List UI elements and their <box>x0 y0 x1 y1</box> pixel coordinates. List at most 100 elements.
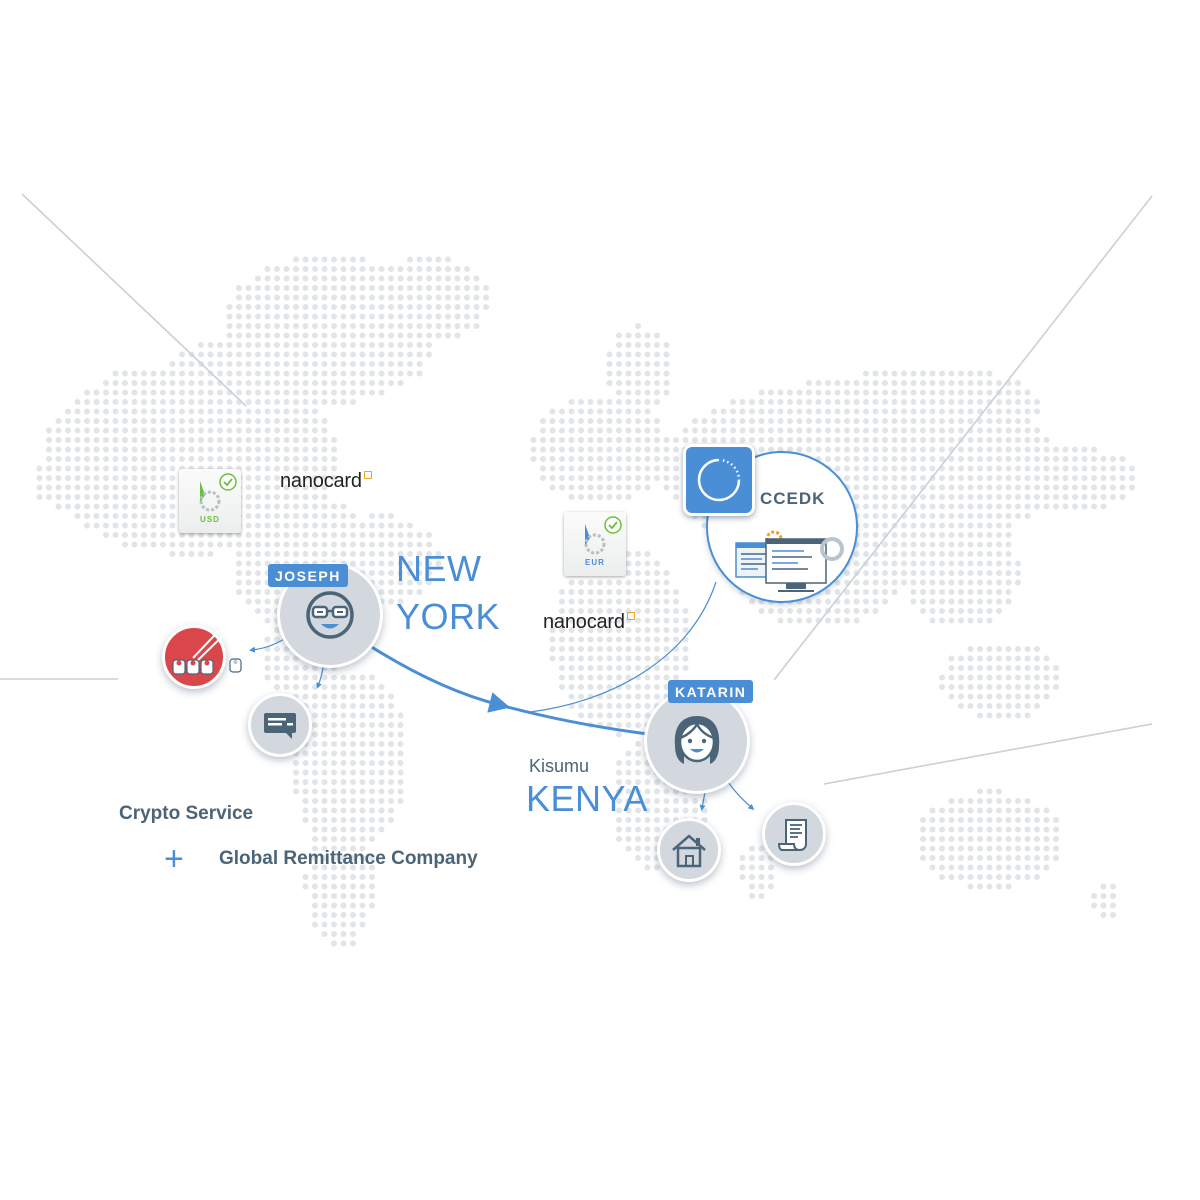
map-dot <box>293 475 299 481</box>
map-dot <box>958 864 964 871</box>
map-dot <box>701 807 708 814</box>
map-dot <box>179 437 185 443</box>
map-dot <box>606 598 613 605</box>
map-dot <box>1024 674 1031 681</box>
map-dot <box>255 532 261 538</box>
map-dot <box>891 551 898 557</box>
map-dot <box>606 351 613 358</box>
map-dot <box>1034 703 1040 709</box>
map-dot <box>274 294 280 301</box>
map-dot <box>169 427 176 434</box>
map-dot <box>891 579 898 586</box>
map-dot <box>283 275 290 282</box>
map-dot <box>986 836 993 842</box>
map-dot <box>644 598 651 605</box>
map-dot <box>568 608 575 614</box>
map-dot <box>587 408 594 415</box>
map-dot <box>340 503 347 510</box>
map-dot <box>350 693 356 700</box>
map-dot <box>454 275 461 282</box>
map-dot <box>245 342 252 348</box>
map-dot <box>663 617 670 624</box>
map-dot <box>635 475 641 481</box>
map-dot <box>568 589 575 595</box>
map-dot <box>996 503 1002 510</box>
map-dot <box>36 465 43 472</box>
map-dot <box>587 703 594 709</box>
map-dot <box>625 389 632 396</box>
map-dot <box>312 779 318 785</box>
map-dot <box>350 712 356 719</box>
map-dot <box>730 418 736 424</box>
map-dot <box>844 399 850 405</box>
map-dot <box>350 836 356 842</box>
map-dot <box>939 503 945 510</box>
map-dot <box>350 921 356 928</box>
map-dot <box>644 380 651 386</box>
map-dot <box>663 446 670 453</box>
map-dot <box>616 655 622 662</box>
map-dot <box>606 627 613 633</box>
map-dot <box>644 579 651 586</box>
map-dot <box>331 361 337 367</box>
map-dot <box>350 731 356 738</box>
map-dot <box>1062 494 1069 500</box>
map-dot <box>654 598 660 605</box>
map-dot <box>901 446 907 453</box>
map-dot <box>321 807 328 814</box>
map-dot <box>1034 845 1040 852</box>
map-dot <box>378 294 385 301</box>
map-dot <box>369 712 375 719</box>
map-dot <box>559 484 565 491</box>
map-dot <box>407 332 413 339</box>
map-dot <box>255 513 261 519</box>
map-dot <box>977 437 983 443</box>
map-dot <box>397 579 404 586</box>
map-dot <box>388 513 394 519</box>
map-dot <box>568 427 575 434</box>
map-dot <box>359 541 366 548</box>
map-dot <box>131 513 138 519</box>
map-dot <box>806 408 812 415</box>
map-dot <box>169 389 176 396</box>
map-dot <box>559 437 565 443</box>
map-dot <box>644 332 651 339</box>
map-dot <box>207 399 214 405</box>
map-dot <box>388 313 394 320</box>
map-dot <box>673 598 679 605</box>
map-dot <box>644 798 651 804</box>
map-dot <box>597 494 603 500</box>
map-dot <box>74 427 81 434</box>
map-dot <box>568 617 575 624</box>
map-dot <box>967 646 974 652</box>
map-dot <box>872 475 879 481</box>
map-dot <box>150 532 157 538</box>
map-dot <box>340 845 347 852</box>
map-dot <box>350 513 356 519</box>
map-dot <box>929 503 936 510</box>
map-dot <box>226 456 233 462</box>
map-dot <box>635 332 641 339</box>
map-dot <box>55 465 62 472</box>
map-dot <box>967 494 974 500</box>
map-dot <box>217 370 223 377</box>
map-dot <box>321 798 328 804</box>
map-dot <box>958 399 964 405</box>
map-dot <box>1091 494 1097 500</box>
map-dot <box>635 703 641 709</box>
map-dot <box>901 579 907 586</box>
map-dot <box>635 798 641 804</box>
map-dot <box>1034 475 1040 481</box>
map-dot <box>625 750 632 757</box>
map-dot <box>1091 456 1097 462</box>
map-dot <box>711 418 717 424</box>
map-dot <box>986 465 993 472</box>
map-dot <box>939 532 945 538</box>
map-dot <box>1062 465 1069 472</box>
map-dot <box>587 636 594 643</box>
map-dot <box>283 665 290 671</box>
map-dot <box>160 389 166 396</box>
map-dot <box>606 370 613 377</box>
map-dot <box>967 608 974 614</box>
map-dot <box>958 608 964 614</box>
